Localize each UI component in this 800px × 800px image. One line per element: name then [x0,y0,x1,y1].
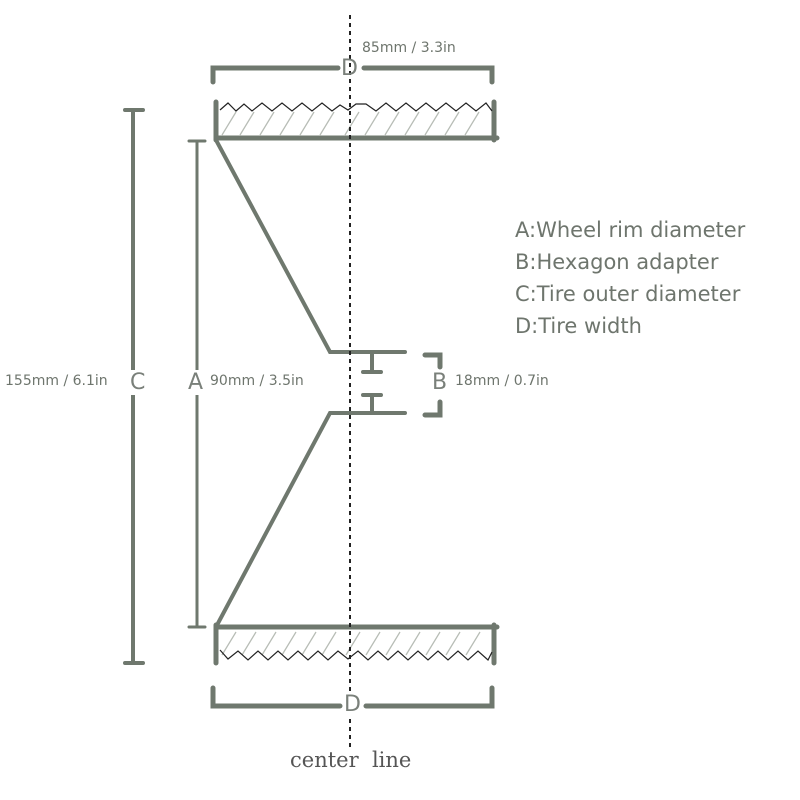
legend: A:Wheel rim diameter B:Hexagon adapter C… [515,214,745,342]
label-a: A [188,370,204,395]
rim-lower [214,411,407,629]
hex-adapter-bottom [361,393,383,415]
tire-tread [219,102,493,661]
center-line-label: center line [290,748,412,772]
top-tire [213,99,500,143]
legend-item: C:Tire outer diameter [515,282,741,306]
bottom-width-bracket [210,685,495,709]
tire-hatching [221,111,481,656]
legend-item: A:Wheel rim diameter [515,218,746,242]
hex-bracket [422,352,443,418]
label-b: B [432,370,448,395]
tire-diameter-value: 155mm / 6.1in [5,373,108,389]
label-c: C [130,370,146,395]
legend-item: B:Hexagon adapter [515,250,719,274]
bottom-tire [213,622,500,666]
hex-adapter-value: 18mm / 0.7in [455,373,549,389]
legend-item: D:Tire width [515,314,642,338]
label-d-top: D [341,56,358,81]
tire-width-value: 85mm / 3.3in [362,40,456,56]
rim-diameter-value: 90mm / 3.5in [210,373,304,389]
rim-upper [214,138,407,354]
top-width-bracket [210,65,495,85]
label-d-bottom: D [344,692,361,717]
hex-adapter-top [361,350,383,374]
